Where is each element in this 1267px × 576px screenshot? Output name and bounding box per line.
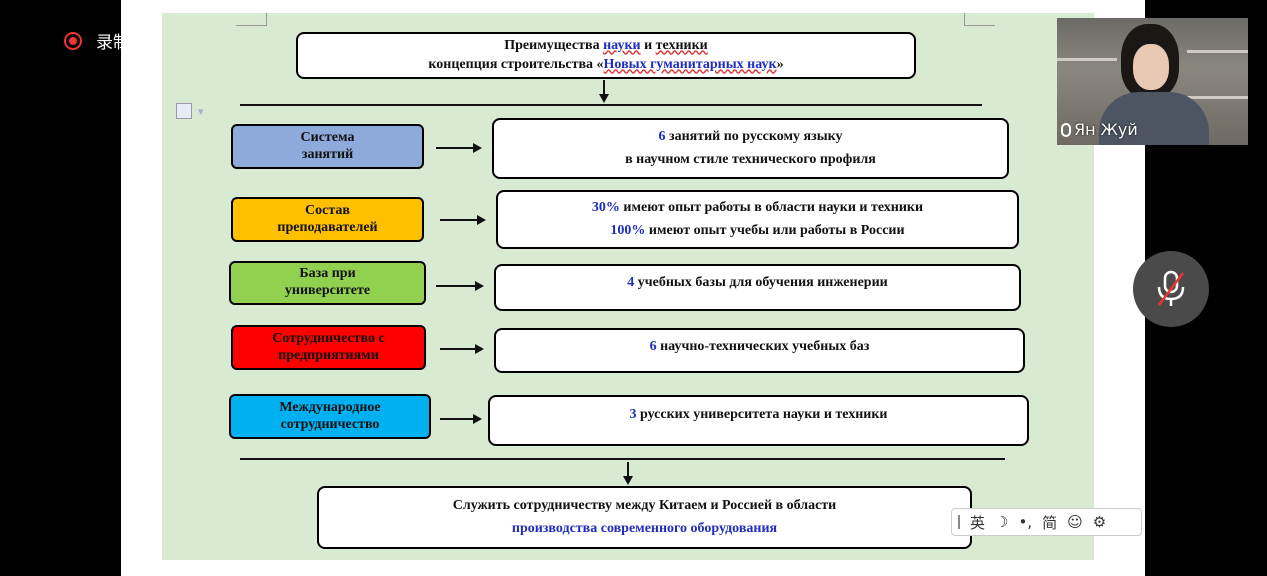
title-keyword: науки: [603, 37, 641, 53]
info-box: 30% имеют опыт работы в области науки и …: [496, 190, 1019, 249]
divider-line: [240, 104, 982, 106]
info-number: 100%: [610, 222, 646, 238]
right-arrow: [440, 215, 486, 225]
info-text: русских университета науки и техники: [636, 407, 888, 422]
info-line: 3 русских университета науки и техники: [630, 404, 888, 426]
bookshelf: [1187, 50, 1248, 53]
right-arrow: [436, 143, 482, 153]
info-number: 4: [627, 275, 635, 290]
ime-handle[interactable]: [958, 515, 960, 529]
info-line: 100% имеют опыт учебы или работы в Росси…: [610, 220, 904, 242]
participant-video[interactable]: Ян Жуй: [1057, 18, 1248, 145]
ime-width-icon[interactable]: ☽: [995, 513, 1009, 531]
emoji-icon[interactable]: ☺: [1067, 513, 1083, 531]
divider-line: [240, 458, 1005, 460]
ime-toolbar: 英 ☽ •, 简 ☺ ⚙: [951, 508, 1142, 536]
conclusion-text: производства современного оборудования: [511, 520, 778, 536]
info-number: 3: [629, 407, 637, 422]
info-box: 4 учебных базы для обучения инженерии: [494, 264, 1021, 311]
conclusion-box: Служить сотрудничеству между Китаем и Ро…: [317, 486, 972, 549]
info-box: 6 научно-технических учебных баз: [494, 328, 1025, 373]
category-label: Состав: [305, 202, 350, 218]
bookshelf: [1057, 58, 1117, 61]
record-icon: [64, 31, 82, 50]
down-arrow: [623, 462, 633, 485]
title-line-2: концепция строительства «Новых гуманитар…: [428, 56, 783, 75]
info-number: 30%: [591, 200, 620, 216]
title-text: »: [776, 56, 784, 72]
info-line: 30% имеют опыт работы в области науки и …: [592, 197, 923, 219]
category-label: предприятиями: [278, 347, 379, 363]
paste-options[interactable]: ▾: [176, 103, 204, 119]
ime-punctuation-icon[interactable]: •,: [1018, 513, 1033, 531]
bookshelf: [1187, 96, 1248, 99]
conclusion-text: Служить сотрудничеству между Китаем и Ро…: [452, 498, 837, 514]
participant-face: [1133, 44, 1169, 90]
title-line-1: Преимущества науки и техники: [504, 37, 708, 56]
mic-muted-icon: [1157, 270, 1185, 306]
category-box: Система занятий: [231, 124, 424, 169]
category-label: занятий: [301, 146, 354, 162]
category-label: преподавателей: [277, 219, 378, 235]
info-text: занятий по русскому языку: [665, 129, 843, 145]
right-arrow: [440, 344, 484, 354]
category-box: Состав преподавателей: [231, 197, 424, 242]
category-label: Система: [300, 129, 355, 145]
info-line: в научном стиле технического профиля: [625, 149, 876, 171]
right-arrow: [440, 414, 482, 424]
paste-icon: [176, 103, 192, 119]
participant-name: Ян Жуй: [1074, 120, 1138, 139]
slide-title-box: Преимущества науки и техники концепция с…: [296, 32, 916, 79]
ime-mode-toggle[interactable]: 简: [1042, 513, 1058, 532]
info-text: научно-технических учебных баз: [656, 339, 870, 354]
category-label: Международное: [279, 399, 381, 415]
info-line: 6 занятий по русскому языку: [658, 126, 842, 148]
chevron-down-icon: ▾: [198, 104, 204, 118]
info-line: 6 научно-технических учебных баз: [650, 336, 870, 358]
info-box: 6 занятий по русскому языку в научном ст…: [492, 118, 1009, 179]
category-label: База при: [299, 266, 356, 282]
info-text: в научном стиле технического профиля: [625, 151, 876, 167]
right-arrow: [436, 281, 484, 291]
info-text: учебных базы для обучения инженерии: [634, 275, 888, 290]
info-number: 6: [658, 129, 666, 145]
page-corner-marker: [964, 13, 995, 26]
title-keyword: техники: [655, 37, 708, 53]
category-label: университете: [284, 283, 371, 298]
category-label: Сотрудничество с: [272, 330, 385, 346]
participant-name-tag: Ян Жуй: [1061, 120, 1138, 139]
category-box: База при университете: [229, 261, 426, 305]
info-text: имеют опыт работы в области науки и техн…: [619, 200, 924, 216]
info-number: 6: [649, 339, 657, 354]
title-text: и: [640, 37, 656, 53]
title-text: концепция строительства «: [428, 56, 604, 72]
gear-icon[interactable]: ⚙: [1092, 513, 1107, 531]
down-arrow: [599, 80, 609, 103]
page-corner-marker: [236, 13, 267, 26]
ime-language-toggle[interactable]: 英: [970, 513, 986, 532]
info-line: 4 учебных базы для обучения инженерии: [627, 272, 887, 294]
title-text: Преимущества: [504, 37, 604, 53]
info-text: имеют опыт учебы или работы в России: [645, 222, 905, 238]
mute-button[interactable]: [1133, 251, 1209, 327]
info-box: 3 русских университета науки и техники: [488, 395, 1029, 446]
participant-body: [1099, 92, 1209, 145]
category-box: Международное сотрудничество: [229, 394, 431, 439]
category-label: сотрудничество: [280, 416, 380, 432]
title-keyword: Новых гуманитарных наук: [603, 56, 777, 72]
mic-icon: [1061, 122, 1071, 137]
category-box: Сотрудничество с предприятиями: [231, 325, 426, 370]
